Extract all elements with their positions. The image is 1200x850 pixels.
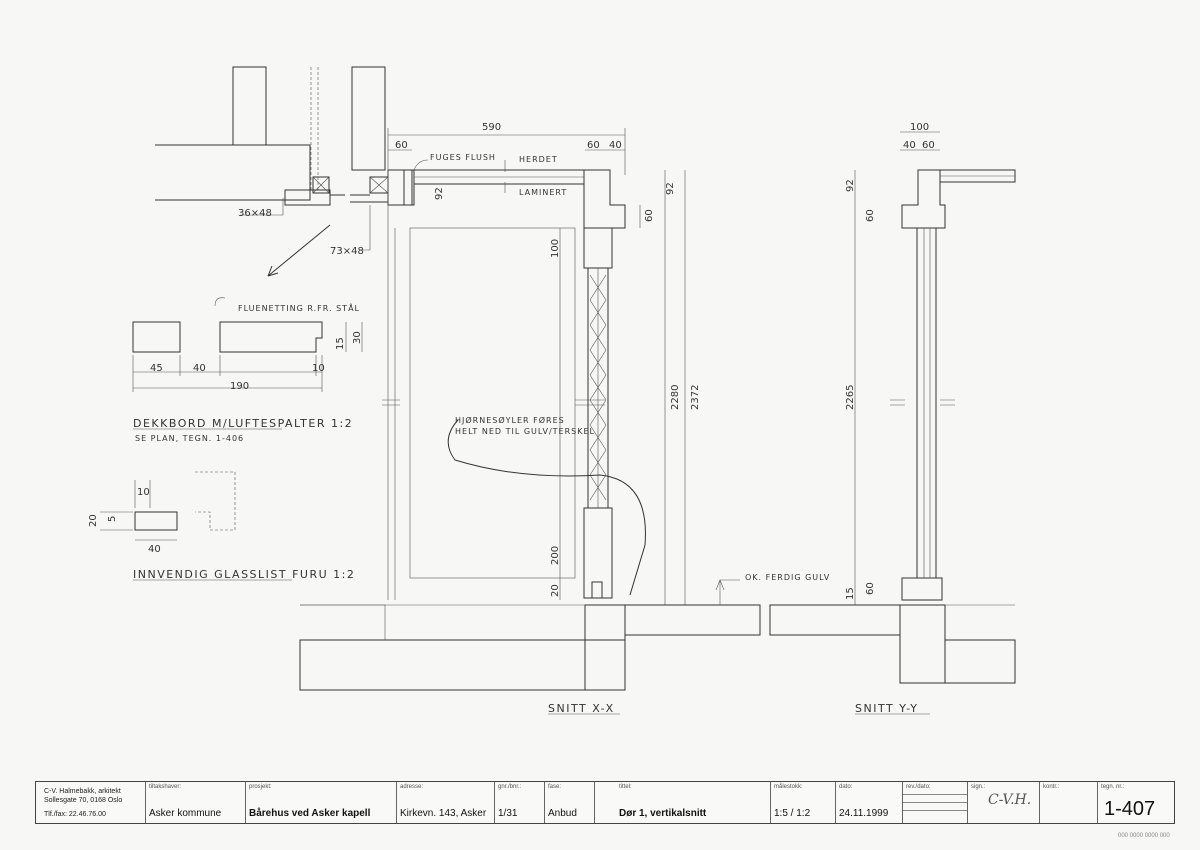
dim-40-right: 40 [609,140,622,151]
dim-20: 20 [550,584,561,597]
gnr-label: gnr./bnr.: [498,784,522,790]
sign-cell: sign.: C-V.H. [968,782,1040,823]
note-hjornesoyler-1: HJØRNESØYLER FØRES [455,415,565,425]
malestokk-value: 1:5 / 1:2 [774,808,811,819]
firm-name: C-V. Halmebakk, arkitekt [44,788,121,795]
section-x-x: 590 60 60 40 FUGES FLUSH HERDET LAMINERT… [299,122,761,715]
malestokk-cell: målestokk: 1:5 / 1:2 [771,782,836,823]
tittel-cell: tittel: Dør 1, vertikalsnitt [616,782,771,823]
title-glasslist: INNVENDIG GLASSLIST FURU 1:2 [133,568,355,581]
dato-value: 24.11.1999 [839,808,889,819]
dim-60-right: 60 [587,140,600,151]
scan-stamp: 000 0000 0000 000 [1118,833,1170,839]
break-lines [382,399,955,406]
tegn-cell: tegn. nr.: 1-407 [1098,782,1174,823]
dim-60-y: 60 [922,140,935,151]
dim-2280: 2280 [670,385,681,410]
dekkbord-detail: FLUENETTING R.FR. STÅL 45 40 190 10 15 3… [132,297,363,443]
note-se-plan: SE PLAN, TEGN. 1-406 [135,434,244,443]
dim-60-jamb: 60 [644,209,655,222]
dim-20-glass: 20 [88,514,99,527]
dim-92-y: 92 [845,179,856,192]
dim-92-jamb: 92 [665,182,676,195]
adresse-label: adresse: [400,784,424,790]
fase-cell: fase: Anbud [545,782,595,823]
title-snitt-y: SNITT Y-Y [855,702,919,715]
tiltakshaver-label: tiltakshaver: [149,784,182,790]
architectural-drawing: 36×48 73×48 FLUENETTING R.FR. STÅL 45 40… [88,66,1016,715]
sign-label: sign.: [971,784,986,790]
dato-cell: dato: 24.11.1999 [836,782,903,823]
dim-40-dekk: 40 [193,363,206,374]
rev-cell: rev./dato: [903,782,968,823]
dim-5-glass: 5 [107,516,118,522]
dim-10-dekk: 10 [312,363,325,374]
sign-value: C-V.H. [988,792,1032,808]
note-fluenetting: FLUENETTING R.FR. STÅL [238,302,360,313]
dim-30-dekk: 30 [352,331,363,344]
dim-590: 590 [482,122,501,133]
fase-label: fase: [548,784,562,790]
dim-2372: 2372 [690,385,701,410]
section-y-y: 100 40 60 92 60 2265 15 60 OK. FERDIG GU… [715,122,1016,715]
firm-cell: C-V. Halmebakk, arkitekt Sollesgate 70, … [36,782,146,823]
title-snitt-x: SNITT X-X [548,702,615,715]
fase-value: Anbud [548,808,577,819]
dim-92-top: 92 [434,187,445,200]
adresse-cell: adresse: Kirkevn. 143, Asker [397,782,495,823]
malestokk-label: målestokk: [774,784,803,790]
gnr-value: 1/31 [498,808,518,819]
note-ok-ferdig-gulv: OK. FERDIG GULV [745,573,830,582]
dim-45: 45 [150,363,163,374]
prosjekt-cell: prosjekt: Bårehus ved Asker kapell [246,782,397,823]
dim-60-y-jamb: 60 [865,209,876,222]
gnr-cell: gnr./bnr.: 1/31 [495,782,545,823]
wall-detail: 36×48 73×48 [155,66,413,277]
glasslist-detail: 10 20 5 40 INNVENDIG GLASSLIST FURU 1:2 [88,471,355,581]
dim-60-left: 60 [395,140,408,151]
dim-15-dekk: 15 [335,337,346,350]
note-hjornesoyler-2: HELT NED TIL GULV/TERSKEL [455,427,595,436]
dim-190: 190 [230,381,249,392]
dato-label: dato: [839,784,853,790]
kontr-label: kontr.: [1043,784,1060,790]
tittel-label: tittel: [619,784,632,790]
dim-60-y-bottom: 60 [865,582,876,595]
tiltakshaver-value: Asker kommune [149,808,222,819]
dim-40-glass: 40 [148,544,161,555]
dim-40-y: 40 [903,140,916,151]
dim-2265: 2265 [845,385,856,410]
note-fuges-flush: FUGES FLUSH [430,153,496,162]
drawing-number: 1-407 [1104,798,1156,820]
tittel-value: Dør 1, vertikalsnitt [619,808,707,819]
note-laminert: LAMINERT [519,188,567,197]
title-dekkbord: DEKKBORD M/LUFTESPALTER 1:2 [133,417,353,430]
kontr-cell: kontr.: [1040,782,1098,823]
note-herdet: HERDET [519,155,558,164]
tegn-label: tegn. nr.: [1101,784,1125,790]
prosjekt-label: prosjekt: [249,784,272,790]
prosjekt-value: Bårehus ved Asker kapell [249,808,371,819]
dim-200: 200 [550,546,561,565]
dim-36x48: 36×48 [238,208,272,219]
title-block: C-V. Halmebakk, arkitekt Sollesgate 70, … [35,781,1175,824]
dim-15-y: 15 [845,587,856,600]
dim-100: 100 [550,239,561,258]
dim-73x48: 73×48 [330,246,364,257]
firm-address: Sollesgate 70, 0168 Oslo [44,797,123,804]
tiltakshaver-cell: tiltakshaver: Asker kommune [146,782,246,823]
dim-100-y: 100 [910,122,929,133]
adresse-value: Kirkevn. 143, Asker [400,808,487,819]
dim-10-glass: 10 [137,487,150,498]
firm-phone: Tlf./fax: 22.46.76.00 [44,811,106,818]
rev-label: rev./dato: [906,784,931,790]
